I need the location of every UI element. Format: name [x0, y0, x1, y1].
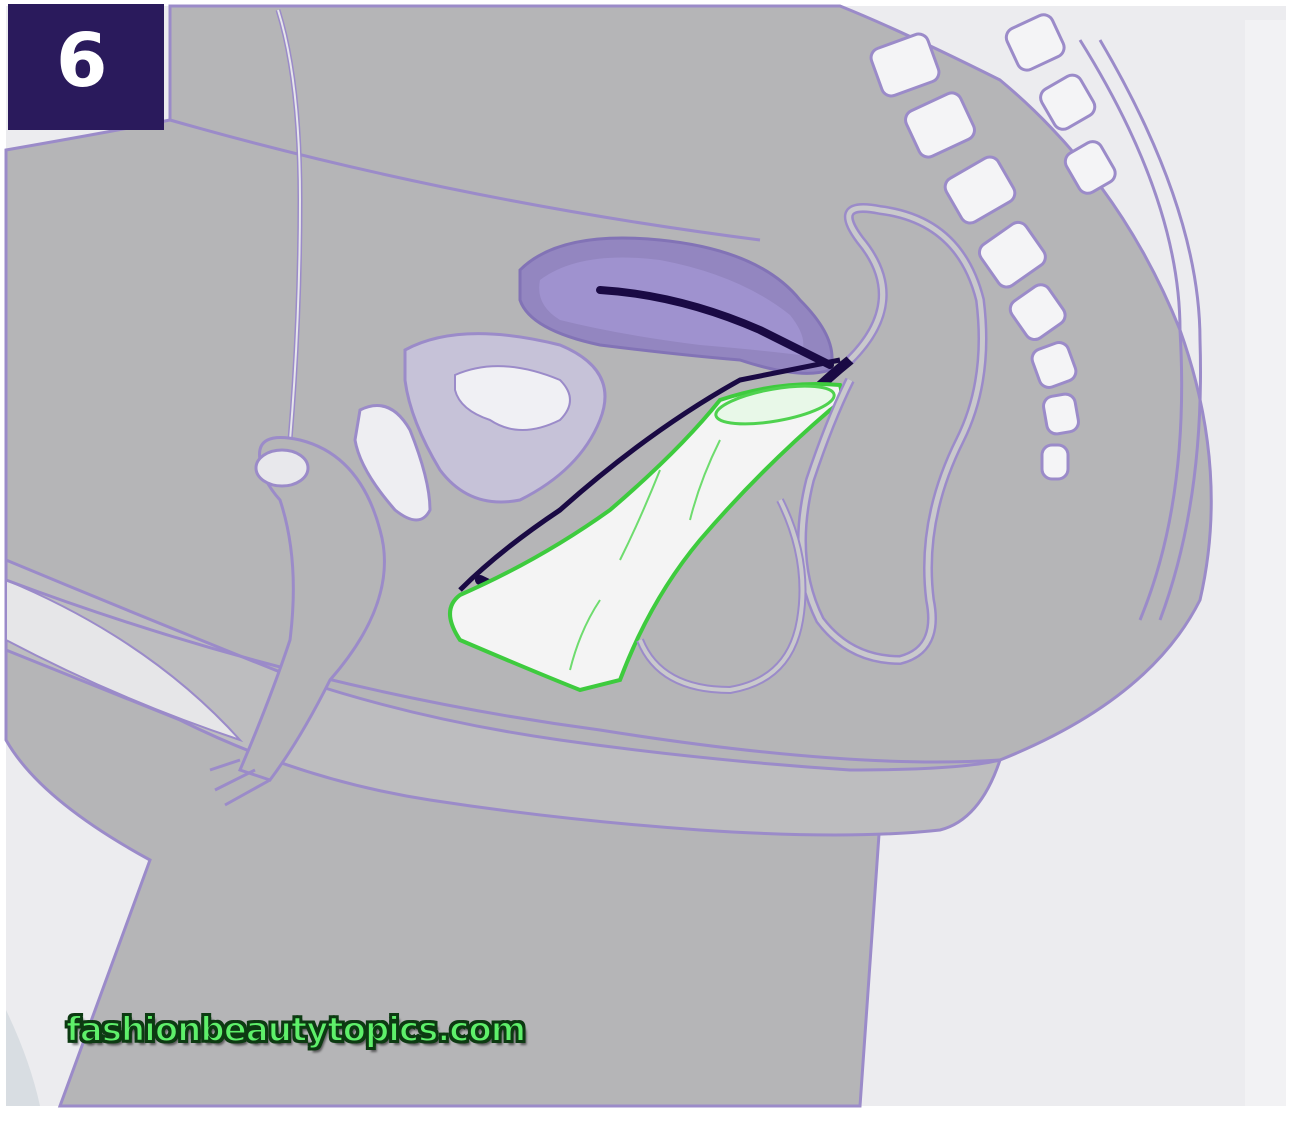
step-number-badge: 6: [8, 4, 164, 130]
watermark-text: fashionbeautytopics.com: [66, 1010, 525, 1050]
